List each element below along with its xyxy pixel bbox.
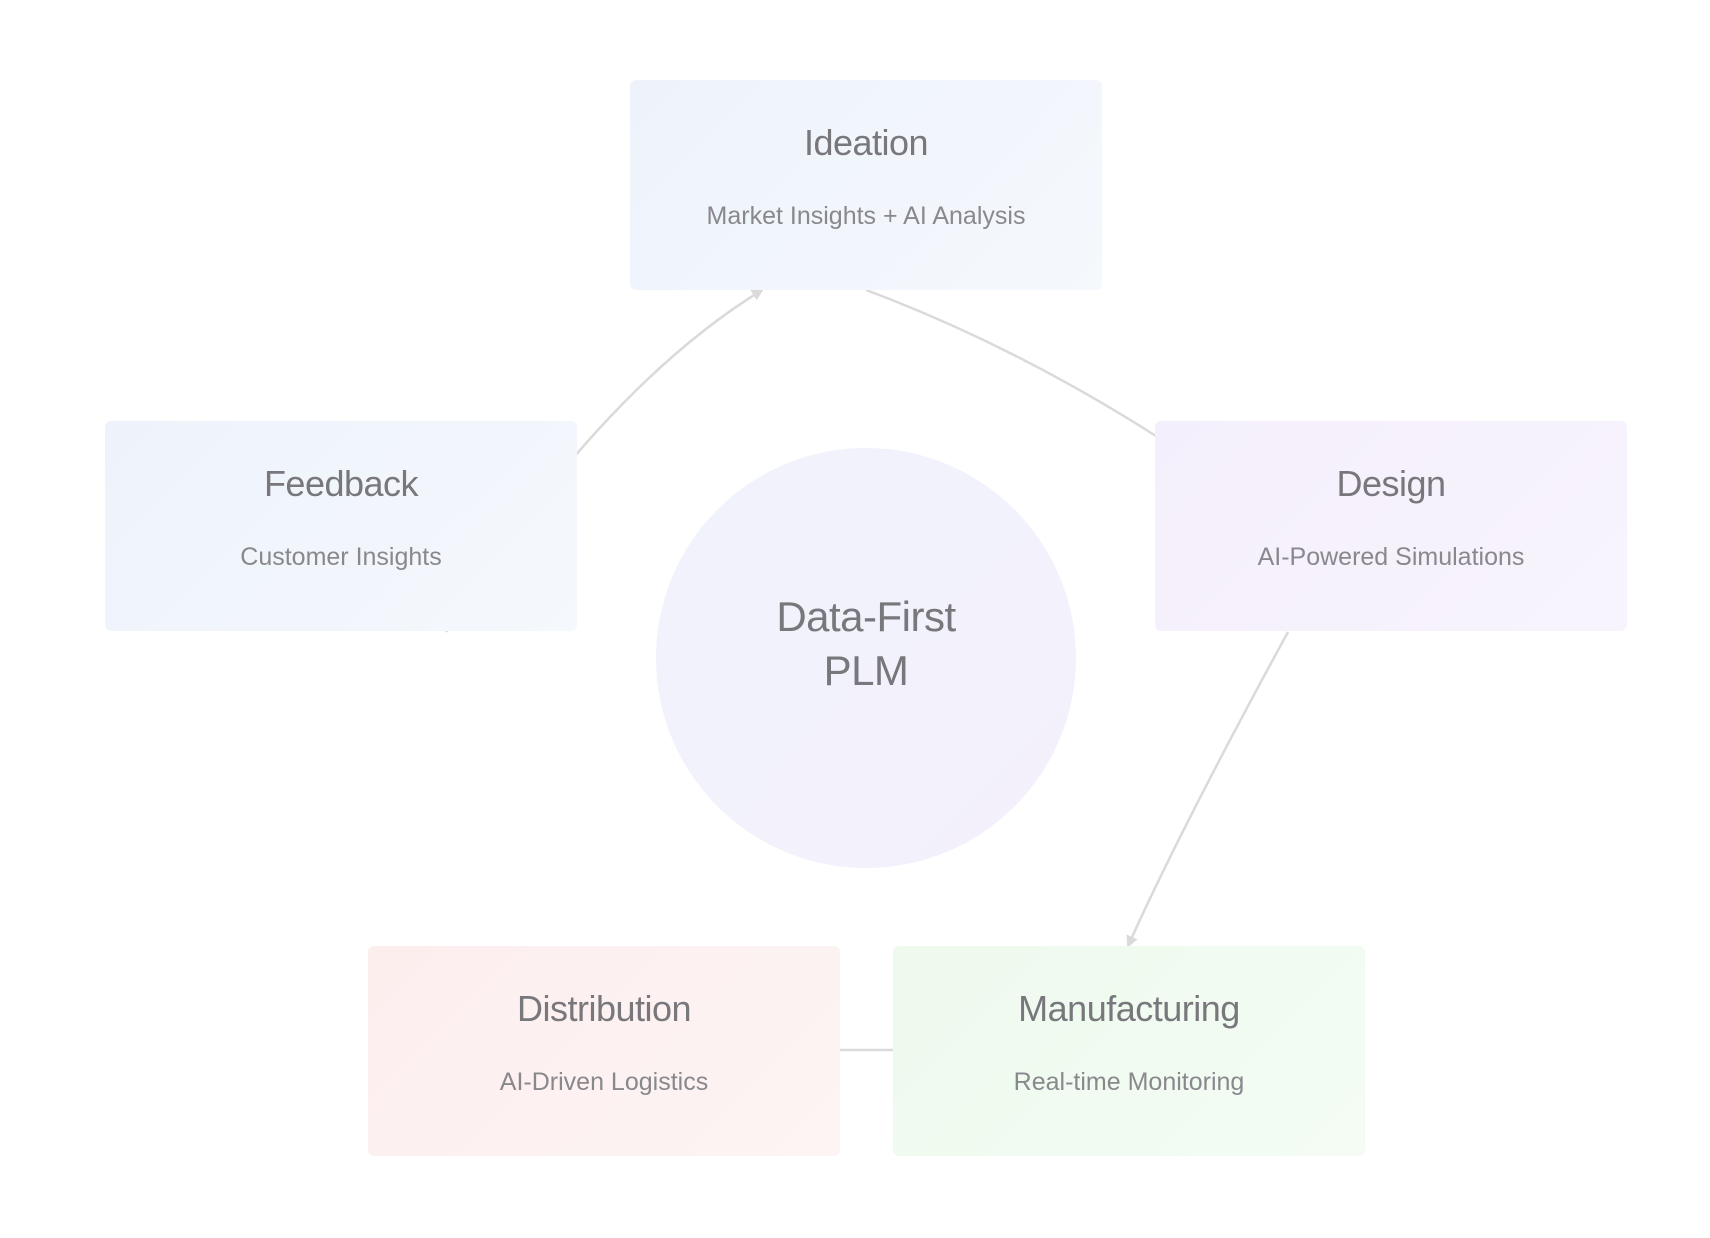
hub-circle: Data-First PLM — [656, 448, 1076, 868]
stage-title: Manufacturing — [1018, 988, 1240, 1029]
stage-manufacturing: Manufacturing Real-time Monitoring — [893, 946, 1365, 1156]
arrow-design-to-manufacturing — [1126, 631, 1290, 948]
stage-ideation: Ideation Market Insights + AI Analysis — [630, 80, 1102, 290]
stage-title: Design — [1336, 463, 1446, 504]
stage-subtitle: Market Insights + AI Analysis — [706, 202, 1026, 230]
stage-title: Ideation — [803, 122, 929, 163]
hub-title: Data-First PLM — [656, 590, 1076, 698]
stage-subtitle: AI-Driven Logistics — [499, 1068, 709, 1096]
stage-design: Design AI-Powered Simulations — [1155, 421, 1627, 631]
stage-distribution: Distribution AI-Driven Logistics — [368, 946, 840, 1156]
stage-feedback: Feedback Customer Insights — [105, 421, 577, 631]
stage-subtitle: Customer Insights — [240, 543, 442, 571]
stage-title: Feedback — [263, 463, 419, 504]
hub-title-line2: PLM — [823, 647, 909, 694]
stage-subtitle: Real-time Monitoring — [1013, 1068, 1245, 1096]
stage-title: Distribution — [516, 988, 692, 1029]
hub-title-line1: Data-First — [776, 593, 956, 640]
stage-subtitle: AI-Powered Simulations — [1257, 543, 1525, 571]
